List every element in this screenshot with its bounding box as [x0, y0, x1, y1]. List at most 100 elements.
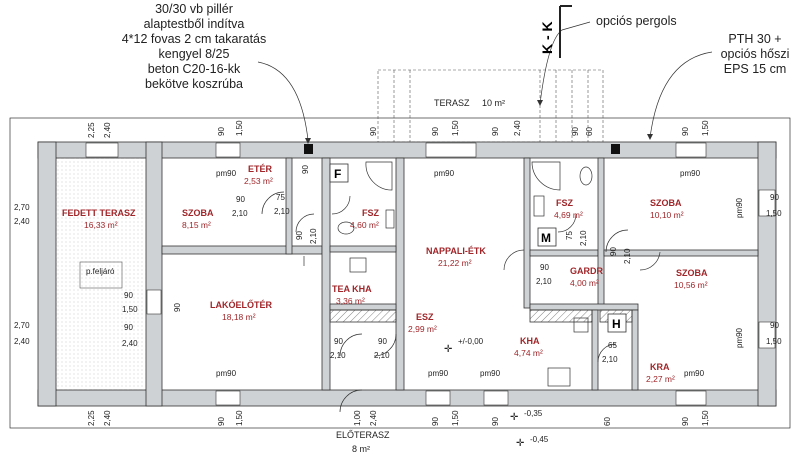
room-name-fedett-terasz: FEDETT TERASZ [62, 208, 136, 218]
pm90-labels: pm90 pm90 pm90 pm90 pm90 pm90 pm90 pm90 … [216, 169, 744, 378]
dim-150-r2: 1,50 [766, 337, 782, 346]
room-name-fsz1: FSZ [362, 208, 380, 218]
insulation-note: PTH 30 + opciós hőszi EPS 15 cm [710, 32, 800, 77]
dim-210-g: 2,10 [330, 351, 346, 360]
room-name-kra: KRA [650, 362, 670, 372]
level-label-2: -0,45 [530, 435, 549, 444]
pm90-label: pm90 [216, 169, 237, 178]
room-area-eter: 2,53 m² [244, 176, 273, 186]
pillar-note: 30/30 vb pillér alaptestből indítva 4*12… [84, 2, 304, 92]
level-label-1: -0,35 [524, 409, 543, 418]
marker-f-box [329, 163, 349, 183]
room-area-kha: 4,74 m² [514, 348, 543, 358]
dim-90-v: 90 [173, 303, 182, 312]
room-name-gardr: GARDR [570, 266, 603, 276]
dim-90-l: 90 [295, 231, 304, 240]
marker-m-label: M [541, 231, 551, 245]
dim-60-a: 60 [585, 127, 594, 136]
dim-150-c: 1,50 [701, 120, 710, 136]
dim-240-l2: 2,40 [14, 337, 30, 346]
room-area-nappali: 21,22 m² [438, 258, 472, 268]
pillar-note-line: 30/30 vb pillér [155, 2, 233, 16]
dim-240-bl: 2,40 [103, 410, 112, 426]
dim-150-ramp: 1,50 [122, 305, 138, 314]
dim-150-r1: 1,50 [766, 209, 782, 218]
dim-150-f: 1,50 [701, 410, 710, 426]
room-name-fsz2: FSZ [556, 198, 574, 208]
room-name-lakoeloter: LAKÓELŐTÉR [210, 299, 272, 310]
dim-225-tl: 2,25 [87, 122, 96, 138]
room-area-fsz1: 4,60 m² [350, 220, 379, 230]
marker-m-box [537, 227, 557, 247]
marker-f-label: F [334, 167, 341, 181]
room-area-gardr: 4,00 m² [570, 278, 599, 288]
dim-90-j: 90 [681, 417, 690, 426]
pillar-note-line: kengyel 8/25 [158, 47, 230, 61]
insulation-note-line: EPS 15 cm [723, 62, 787, 76]
pillar [611, 144, 620, 154]
dim-90-c: 90 [431, 127, 440, 136]
pillar-note-line: alaptestből indítva [143, 17, 245, 31]
dim-90-b: 90 [369, 127, 378, 136]
room-name-szoba1: SZOBA [182, 208, 214, 218]
dim-240-b: 2,40 [369, 410, 378, 426]
room-area-lakoeloter: 18,18 m² [222, 312, 256, 322]
pm90-label: pm90 [434, 169, 455, 178]
dim-60-b: 60 [603, 417, 612, 426]
dim-65: 65 [608, 341, 617, 350]
dim-90-f: 90 [681, 127, 690, 136]
dim-150-b: 1,50 [451, 120, 460, 136]
pm90-label: pm90 [735, 327, 744, 348]
room-name-szoba2: SZOBA [650, 198, 682, 208]
room-area-kra: 2,27 m² [646, 374, 675, 384]
pergola-outline [377, 69, 604, 143]
level-marker-icon: ✛ [516, 438, 524, 449]
pm90-label: pm90 [216, 369, 237, 378]
dim-90-r2: 90 [770, 321, 779, 330]
level-marker-icon: ✛ [444, 344, 452, 355]
dim-75-a: 75 [276, 193, 285, 202]
dim-210-a: 2,10 [274, 207, 290, 216]
dim-90-n: 90 [609, 247, 618, 256]
room-area-szoba3: 10,56 m² [674, 280, 708, 290]
dim-240-a: 2,40 [513, 120, 522, 136]
pm90-label: pm90 [684, 369, 705, 378]
section-mark: K - K [539, 21, 555, 54]
dim-240-ramp: 2,40 [122, 339, 138, 348]
pergola-note: opciós pergols [596, 14, 677, 28]
fixtures [303, 161, 593, 387]
dim-90-o: 90 [334, 337, 343, 346]
dim-210-b: 2,10 [232, 209, 248, 218]
room-area-esz: 2,99 m² [408, 324, 437, 334]
level-marker-icon: ✛ [510, 412, 518, 423]
dim-270-l1: 2,70 [14, 203, 30, 212]
room-name-eter: ETÉR [248, 164, 273, 174]
dim-90-d: 90 [491, 127, 500, 136]
room-area-eloterasz: 8 m² [352, 444, 370, 454]
marker-h-box [607, 313, 627, 333]
room-area-fedett-terasz: 16,33 m² [84, 220, 118, 230]
dim-90-ramp2: 90 [124, 323, 133, 332]
dim-90-g: 90 [217, 417, 226, 426]
ramp-box [79, 261, 123, 289]
dim-210-d: 2,10 [536, 277, 552, 286]
room-name-nappali: NAPPALI-ÉTK [426, 246, 486, 256]
dim-270-l2: 2,70 [14, 321, 30, 330]
pillar-note-line: bekötve koszrúba [145, 77, 243, 91]
pillar-note-line: beton C20-16-kk [147, 62, 241, 76]
dim-210-f: 2,10 [623, 248, 632, 264]
dim-240-tl: 2,40 [103, 122, 112, 138]
dim-90-m: 90 [540, 263, 549, 272]
door-swings [261, 191, 661, 413]
room-name-szoba3: SZOBA [676, 268, 708, 278]
pm90-label: pm90 [480, 369, 501, 378]
outer-dimension-frame [9, 117, 791, 429]
pillar [304, 144, 313, 154]
dim-90-h: 90 [431, 417, 440, 426]
insulation-note-line: opciós hőszi [720, 47, 790, 61]
marker-h-label: H [612, 317, 621, 331]
windows [85, 142, 776, 406]
room-area-szoba2: 10,10 m² [650, 210, 684, 220]
dim-90-e: 90 [571, 127, 580, 136]
